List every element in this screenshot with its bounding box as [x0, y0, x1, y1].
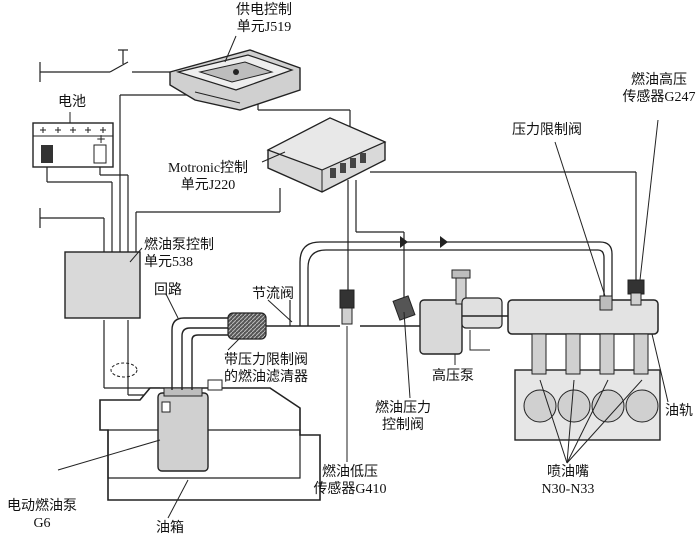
label-line: 传感器G247 [622, 90, 696, 105]
label-low-pressure-sensor: 燃油低压 传感器G410 [306, 464, 394, 498]
connector-break [110, 362, 138, 378]
wiring [39, 49, 637, 396]
motronic-ecu-j220 [266, 117, 387, 193]
label-line: 单元J220 [180, 178, 236, 193]
label-high-pressure-pump: 高压泵 [432, 369, 474, 384]
battery: + [32, 122, 114, 168]
fuel-filter [227, 312, 267, 340]
fuel-pump-control-unit [64, 251, 141, 319]
label-tank: 油箱 [156, 521, 184, 536]
label-line: G6 [33, 516, 51, 531]
label-throttle: 节流阀 [252, 287, 294, 302]
label-return-line: 回路 [154, 283, 182, 298]
label-pump-control-unit: 燃油泵控制 单元538 [144, 237, 214, 271]
label-line: 燃油高压 [631, 73, 687, 88]
label-fuel-pressure-control-valve: 燃油压力 控制阀 [368, 400, 438, 434]
leader-lines [57, 35, 669, 519]
label-fuel-filter: 带压力限制阀 的燃油滤清器 [224, 352, 308, 386]
label-line: 供电控制 [236, 3, 292, 18]
label-line: 电动燃油泵 [7, 499, 77, 514]
high-pressure-pump [419, 269, 520, 355]
label-line: 的燃油滤清器 [224, 370, 308, 385]
fuel-pressure-control-valve [392, 295, 416, 321]
label-line: 燃油低压 [322, 465, 378, 480]
label-injectors: 喷油嘴 N30-N33 [528, 464, 608, 498]
label-line: 喷油嘴 [547, 465, 589, 480]
label-line: 带压力限制阀 [224, 353, 308, 368]
flow-arrow [400, 236, 408, 248]
power-control-unit-j519 [169, 49, 301, 111]
flow-arrow [440, 236, 448, 248]
low-pressure-sensor-g410 [339, 289, 355, 325]
electric-fuel-pump-g6 [157, 387, 209, 472]
label-fuel-rail: 油轨 [665, 404, 693, 419]
engine-block [514, 369, 661, 441]
label-line: N30-N33 [541, 482, 595, 497]
label-line: 单元J519 [236, 20, 292, 35]
label-battery: 电池 [58, 95, 86, 110]
fuel-rail [507, 299, 659, 335]
injectors [531, 333, 649, 375]
label-line: 燃油泵控制 [144, 238, 214, 253]
svg-text:+: + [96, 132, 106, 146]
label-pressure-limit-valve: 压力限制阀 [512, 123, 582, 138]
fuel-tank [99, 379, 321, 501]
label-power-control-unit: 供电控制 单元J519 [228, 2, 300, 36]
label-line: 单元538 [144, 255, 193, 270]
label-high-pressure-sensor: 燃油高压 传感器G247 [618, 72, 700, 106]
high-pressure-sensor-g247 [627, 279, 645, 306]
low-pressure-lines [171, 317, 420, 390]
label-line: 燃油压力 [375, 401, 431, 416]
label-motronic: Motronic控制 单元J220 [152, 160, 264, 194]
pressure-limit-valve [599, 295, 613, 311]
label-line: 传感器G410 [313, 482, 387, 497]
label-line: Motronic控制 [167, 161, 249, 176]
label-electric-fuel-pump: 电动燃油泵 G6 [2, 498, 82, 532]
label-line: 控制阀 [382, 418, 424, 433]
return-line [299, 241, 613, 326]
